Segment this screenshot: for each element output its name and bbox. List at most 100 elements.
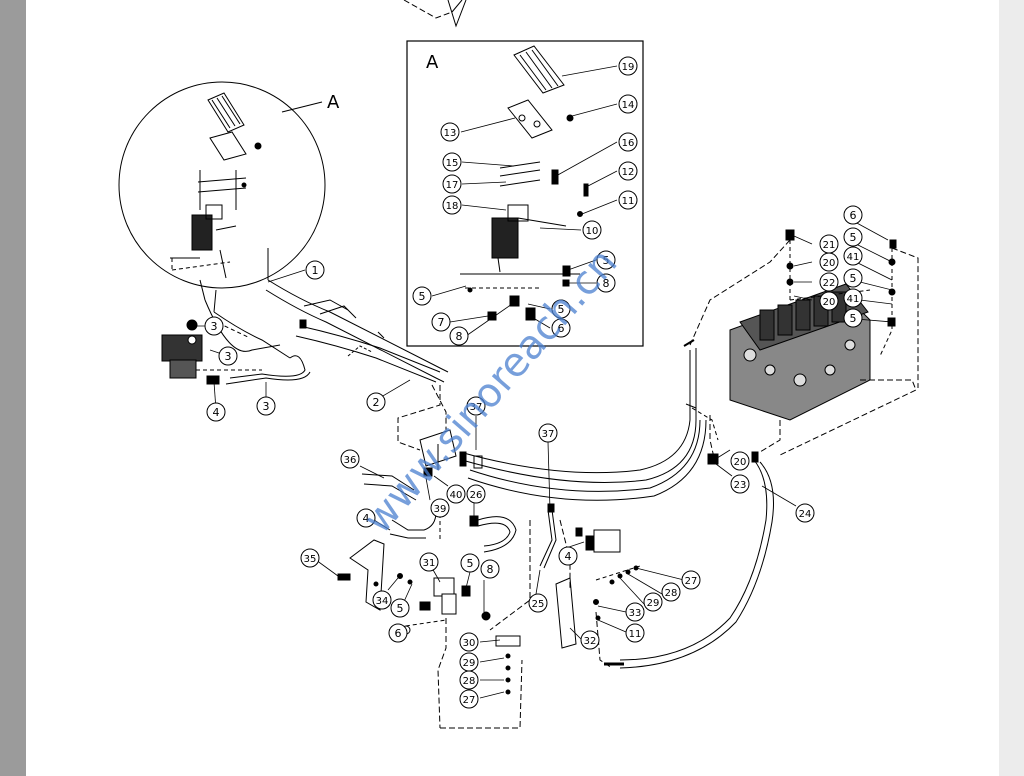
callout-bubble — [459, 670, 479, 690]
callout-number: 20 — [823, 258, 836, 269]
callout-5: 5 — [460, 553, 480, 573]
callout-number: 23 — [734, 480, 747, 491]
callout-bubble — [618, 132, 638, 152]
callout-18: 18 — [442, 195, 462, 215]
callout-bubble — [412, 286, 432, 306]
callout-bubble — [446, 484, 466, 504]
callout-25: 25 — [528, 593, 548, 613]
callout-number: 16 — [622, 138, 635, 149]
callout-bubble — [681, 570, 701, 590]
callout-number: 5 — [558, 303, 565, 316]
callout-5: 5 — [412, 286, 432, 306]
callout-number: 19 — [622, 62, 635, 73]
callout-bubble — [300, 548, 320, 568]
callout-bubble — [305, 260, 325, 280]
callout-number: 22 — [823, 278, 836, 289]
callout-number: 24 — [799, 509, 812, 520]
callout-bubble — [843, 268, 863, 288]
callout-26: 26 — [466, 484, 486, 504]
callout-11: 11 — [625, 623, 645, 643]
callout-number: 5 — [850, 272, 857, 285]
callout-number: 8 — [487, 563, 494, 576]
callout-bubble — [442, 152, 462, 172]
callout-3: 3 — [218, 346, 238, 366]
callout-bubble — [431, 312, 451, 332]
callout-bubble — [580, 630, 600, 650]
callout-31: 31 — [419, 552, 439, 572]
callout-number: 35 — [304, 554, 317, 565]
callout-bubble — [442, 174, 462, 194]
callout-number: 7 — [438, 316, 445, 329]
callout-bubble — [466, 396, 486, 416]
callout-bubble — [596, 273, 616, 293]
callout-5: 5 — [843, 268, 863, 288]
callout-22: 22 — [819, 272, 839, 292]
callout-number: 27 — [685, 576, 698, 587]
callout-27: 27 — [681, 570, 701, 590]
callout-number: 30 — [463, 638, 476, 649]
callout-bubble — [618, 161, 638, 181]
callout-bubble — [730, 474, 750, 494]
callout-41: 41 — [843, 288, 863, 308]
callout-7: 7 — [431, 312, 451, 332]
callout-36: 36 — [340, 449, 360, 469]
callout-bubble — [596, 250, 616, 270]
callout-number: 5 — [467, 557, 474, 570]
callout-5: 5 — [390, 598, 410, 618]
callout-32: 32 — [580, 630, 600, 650]
callout-29: 29 — [459, 652, 479, 672]
callout-bubble — [459, 689, 479, 709]
callout-bubble — [372, 590, 392, 610]
callout-number: 1 — [312, 264, 319, 277]
callout-29: 29 — [643, 592, 663, 612]
callout-bubble — [218, 346, 238, 366]
callout-13: 13 — [440, 122, 460, 142]
callout-33: 33 — [625, 602, 645, 622]
callout-21: 21 — [819, 234, 839, 254]
callout-bubble — [460, 553, 480, 573]
callout-bubble — [843, 308, 863, 328]
callout-3: 3 — [256, 396, 276, 416]
callout-number: 11 — [622, 196, 635, 207]
callout-number: 18 — [446, 201, 459, 212]
callout-37: 37 — [538, 423, 558, 443]
callout-number: 31 — [423, 558, 436, 569]
callout-16: 16 — [618, 132, 638, 152]
callout-39: 39 — [430, 498, 450, 518]
callout-bubble — [388, 623, 408, 643]
detail-circle-a — [118, 81, 326, 289]
callout-bubble — [538, 423, 558, 443]
callout-bubble — [618, 94, 638, 114]
callout-number: 11 — [629, 629, 642, 640]
callout-number: 13 — [444, 128, 457, 139]
detail-box-letter: A — [426, 52, 439, 73]
callout-bubble — [582, 220, 602, 240]
callout-number: 10 — [586, 226, 599, 237]
callout-bubble — [480, 559, 500, 579]
callout-bubble — [206, 402, 226, 422]
callout-number: 20 — [734, 457, 747, 468]
callout-bubble — [442, 195, 462, 215]
callout-number: 3 — [211, 320, 218, 333]
callout-27: 27 — [459, 689, 479, 709]
callout-bubble — [843, 288, 863, 308]
callout-41: 41 — [843, 246, 863, 266]
callout-number: 41 — [847, 252, 860, 263]
callout-15: 15 — [442, 152, 462, 172]
callout-28: 28 — [459, 670, 479, 690]
callout-bubble — [625, 623, 645, 643]
callout-5: 5 — [843, 227, 863, 247]
callout-17: 17 — [442, 174, 462, 194]
callout-bubble — [551, 318, 571, 338]
callout-12: 12 — [618, 161, 638, 181]
callout-bubble — [449, 326, 469, 346]
callout-bubble — [643, 592, 663, 612]
callout-bubble — [204, 316, 224, 336]
callout-bubble — [356, 508, 376, 528]
callout-28: 28 — [661, 582, 681, 602]
callout-number: 4 — [363, 512, 370, 525]
callout-number: 21 — [823, 240, 836, 251]
callout-bubble — [661, 582, 681, 602]
